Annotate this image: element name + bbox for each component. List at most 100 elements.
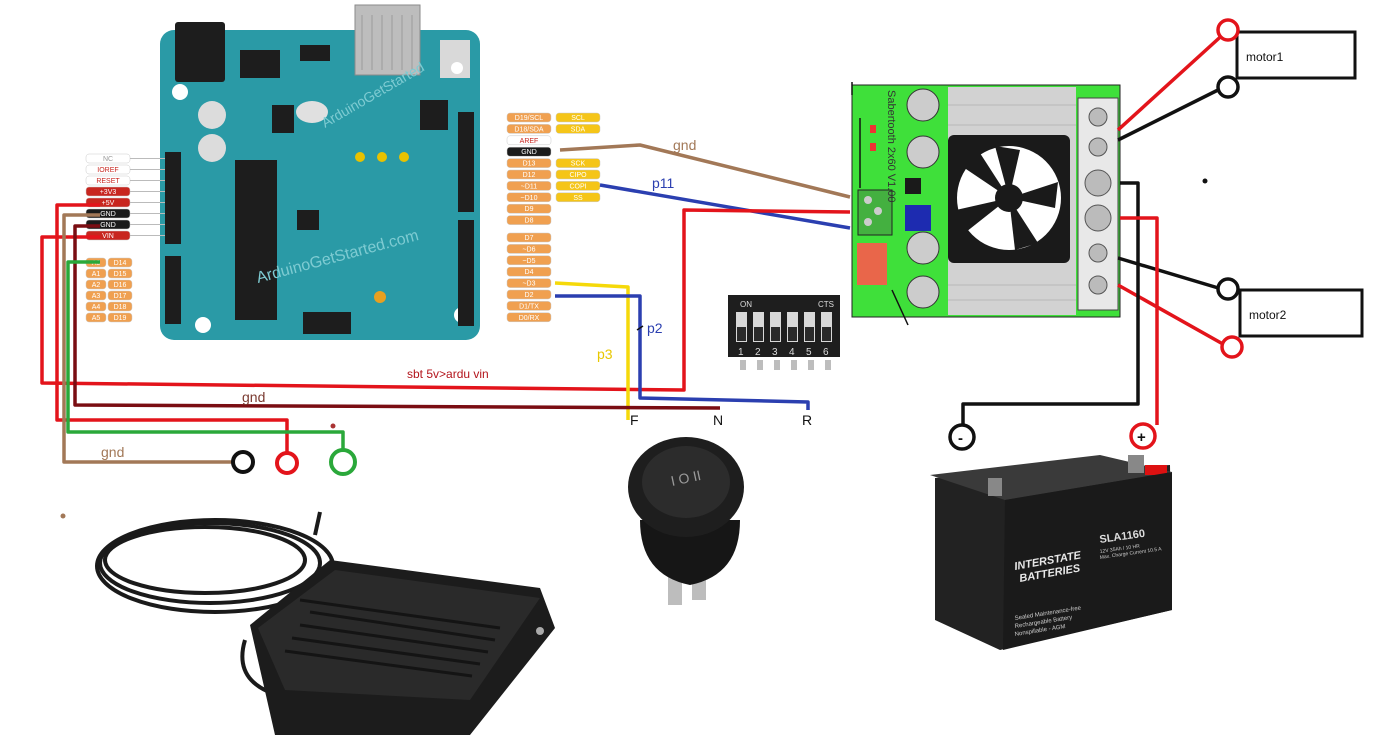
left-pin-0-text: NC (103, 156, 113, 163)
right-pin-alt-6: COPI (555, 181, 601, 191)
dip-number: 2 (755, 347, 761, 358)
dip-number: 3 (772, 347, 778, 358)
right-pin-14-text: ~D3 (522, 281, 535, 288)
right-pin-alt-7-text: SS (573, 195, 583, 202)
analog-dpin-1: D15 (107, 268, 133, 279)
analog-pin-1: A1 (85, 268, 107, 279)
analog-dpin-0: D14 (107, 257, 133, 268)
microcontroller-chip (235, 160, 277, 320)
onboard-dip-switch (857, 243, 887, 285)
analog-pin-4: A4 (85, 301, 107, 312)
right-pin-10-text: D7 (525, 235, 534, 242)
motor2: motor2 (1216, 277, 1364, 359)
dip-slots (736, 312, 832, 342)
wire-p3-yellow (554, 281, 630, 420)
right-pin-15-text: D2 (525, 292, 534, 299)
label-p3: p3 (597, 346, 613, 362)
right-pin-9-text: D8 (525, 218, 534, 225)
analog-dpin-4: D18 (107, 301, 133, 312)
right-pin-alt-6-text: COPI (569, 183, 586, 190)
analog-dpin-0-text: D14 (114, 260, 127, 267)
pedal-terminal-red (275, 451, 299, 475)
wire-motor1-black (1117, 86, 1223, 142)
left-pin-2: RESET (85, 175, 131, 186)
wire-a0-pedal-green (66, 260, 345, 455)
label-gnd-dark: gnd (242, 389, 265, 405)
dip-knob (737, 327, 746, 341)
icsp-header (303, 312, 351, 334)
wire-motor1-red (1116, 28, 1230, 132)
power-jack (175, 22, 225, 82)
wire-sbt-5v-red (40, 208, 851, 392)
right-pin-1-text: D18/SDA (514, 126, 544, 133)
wire-p2-blue (555, 294, 810, 410)
right-pin-12: ~D5 (506, 255, 552, 266)
foot-pedal (95, 511, 555, 735)
dip-cts-label: CTS (818, 300, 834, 309)
sabertooth-motor-driver: Sabertooth 2x60 V1.00 (851, 84, 1121, 318)
right-pin-3-text: GND (521, 149, 537, 156)
battery-minus-label: - (958, 430, 963, 447)
right-pin-7: ~D10 (506, 192, 552, 203)
analog-pin-5-text: A5 (92, 315, 101, 322)
dip-number: 6 (823, 347, 829, 358)
left-pin-2-text: RESET (96, 178, 120, 185)
analog-dpin-5-text: D19 (114, 315, 127, 322)
left-pin-7-text: VIN (102, 233, 114, 240)
battery-plus-terminal (1129, 422, 1157, 450)
label-p2: p2 (647, 320, 663, 336)
right-pin-alt-7: SS (555, 192, 601, 203)
right-digital-header-low (458, 220, 474, 326)
right-pin-12-text: ~D5 (522, 258, 535, 265)
switch-terminal-r: R (802, 412, 812, 428)
right-pin-0-text: D19/SCL (515, 115, 544, 122)
wire-battery-positive (1120, 216, 1159, 425)
dip-knob (771, 327, 780, 341)
capacitor (198, 101, 226, 129)
right-pin-alt-4-text: SCK (571, 161, 586, 168)
right-pin-13-text: D4 (525, 269, 534, 276)
capacitor (198, 134, 226, 162)
right-pin-1: D18/SDA (506, 124, 552, 134)
left-pin-1: IOREF (85, 164, 131, 175)
right-pin-alt-5: CIPO (555, 169, 601, 180)
analog-pin-3: A3 (85, 290, 107, 301)
right-pin-8: D9 (506, 203, 552, 214)
wire-gnd-pedal-brown (62, 213, 232, 464)
analog-pin-2-text: A2 (92, 282, 101, 289)
left-analog-header (165, 256, 181, 324)
right-pin-17-text: D0/RX (519, 315, 540, 322)
right-pin-8-text: D9 (525, 206, 534, 213)
usb-port (354, 4, 421, 76)
right-pin-alt-1-text: SDA (571, 126, 586, 133)
wire-motor2-red (1117, 283, 1231, 350)
dip-knob (788, 327, 797, 341)
analog-dpin-3: D17 (107, 290, 133, 301)
right-pin-alt-0: SCL (555, 112, 601, 123)
right-pin-16: D1/TX (506, 301, 552, 311)
left-pin-1-text: IOREF (97, 167, 118, 174)
pedal-terminal-black (231, 450, 255, 474)
left-pin-5-text: GND (100, 211, 116, 218)
label-sbt-5v: sbt 5v>ardu vin (407, 367, 489, 381)
analog-dpin-2: D16 (107, 279, 133, 290)
driver-silkscreen: Sabertooth 2x60 V1.00 (885, 90, 897, 203)
analog-pin-2: A2 (85, 279, 107, 290)
dip-knob (754, 327, 763, 341)
battery: INTERSTATE BATTERIES SLA1160 12V 35Ah / … (930, 455, 1172, 650)
right-pin-alt-5-text: CIPO (569, 172, 587, 179)
right-pin-3: GND (506, 146, 552, 157)
right-pin-11: ~D6 (506, 244, 552, 254)
left-pin-6-text: GND (100, 222, 116, 229)
analog-pin-5: A5 (85, 312, 107, 323)
right-pin-2: AREF (506, 135, 552, 146)
right-digital-header-high (458, 112, 474, 212)
svg-text:I O II: I O II (669, 467, 702, 489)
analog-dpin-4-text: D18 (114, 304, 127, 311)
left-pin-3-text: +3V3 (100, 189, 117, 196)
